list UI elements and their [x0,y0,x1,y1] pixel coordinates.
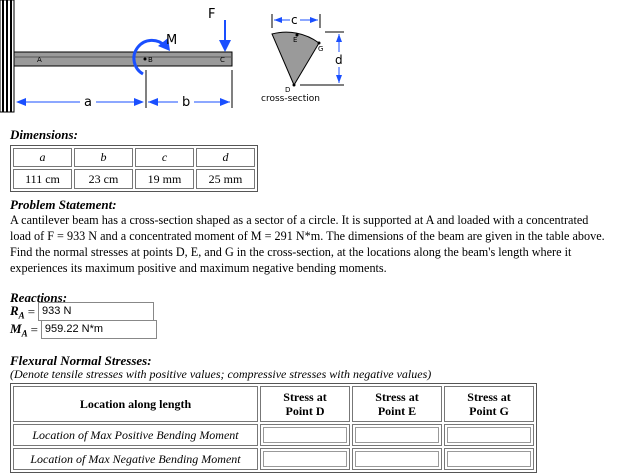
label-F: F [208,7,215,22]
stress-g-positive-input[interactable] [444,424,534,446]
wall-hatching [2,0,12,112]
sign-convention-note: (Denote tensile stresses with positive v… [10,367,432,381]
dim-value-c: 19 mm [135,169,194,189]
dim-value-d: 25 mm [196,169,255,189]
beam [13,51,233,67]
stress-g-negative-input[interactable] [444,448,534,470]
reaction-ra-row: RA = 933 N [10,302,155,321]
label-b: b [182,95,190,110]
dim-value-b: 23 cm [74,169,133,189]
reactions-title: Reactions: [10,290,68,305]
problem-statement-title: Problem Statement: [10,197,117,212]
dim-header-c: c [135,148,194,167]
dimensions-table: a b c d 111 cm 23 cm 19 mm 25 mm [10,145,258,192]
flexural-stresses-title: Flexural Normal Stresses: [10,353,152,368]
stress-d-negative-input[interactable] [260,448,350,470]
ra-symbol: RA [10,302,25,321]
label-a: a [84,95,92,110]
label-B: B [148,56,153,64]
moment-arrow [132,38,167,76]
table-row: Location of Max Positive Bending Moment [13,424,534,446]
ma-symbol: MA [10,320,28,339]
dim-header-a: a [13,148,72,167]
dim-value-a: 111 cm [13,169,72,189]
table-row: Location of Max Negative Bending Moment [13,448,534,470]
stress-e-negative-input[interactable] [352,448,442,470]
ma-equals: = [30,321,38,337]
ra-value-field[interactable]: 933 N [38,302,155,321]
reaction-ma-row: MA = 959.22 N*m [10,320,157,339]
label-A: A [37,56,42,64]
header-location: Location along length [13,386,258,422]
label-E: E [293,36,297,44]
ra-equals: = [27,303,36,319]
label-C: C [220,56,225,64]
row-label-max-positive: Location of Max Positive Bending Moment [13,424,258,446]
cross-section-label: cross-section [261,94,320,104]
dim-header-b: b [74,148,133,167]
stress-d-positive-input[interactable] [260,424,350,446]
label-M: M [166,33,177,48]
dimensions-title: Dimensions: [10,127,78,142]
stress-e-positive-input[interactable] [352,424,442,446]
row-label-max-negative: Location of Max Negative Bending Moment [13,448,258,470]
label-d: d [335,53,343,67]
problem-statement-text: A cantilever beam has a cross-section sh… [10,213,605,275]
dim-header-d: d [196,148,255,167]
label-G: G [318,45,323,53]
label-c: c [291,13,298,27]
ma-value-field[interactable]: 959.22 N*m [40,320,157,339]
label-D: D [285,86,290,94]
beam-diagram: A B C M F a b D E G c d cross-section [0,0,345,113]
